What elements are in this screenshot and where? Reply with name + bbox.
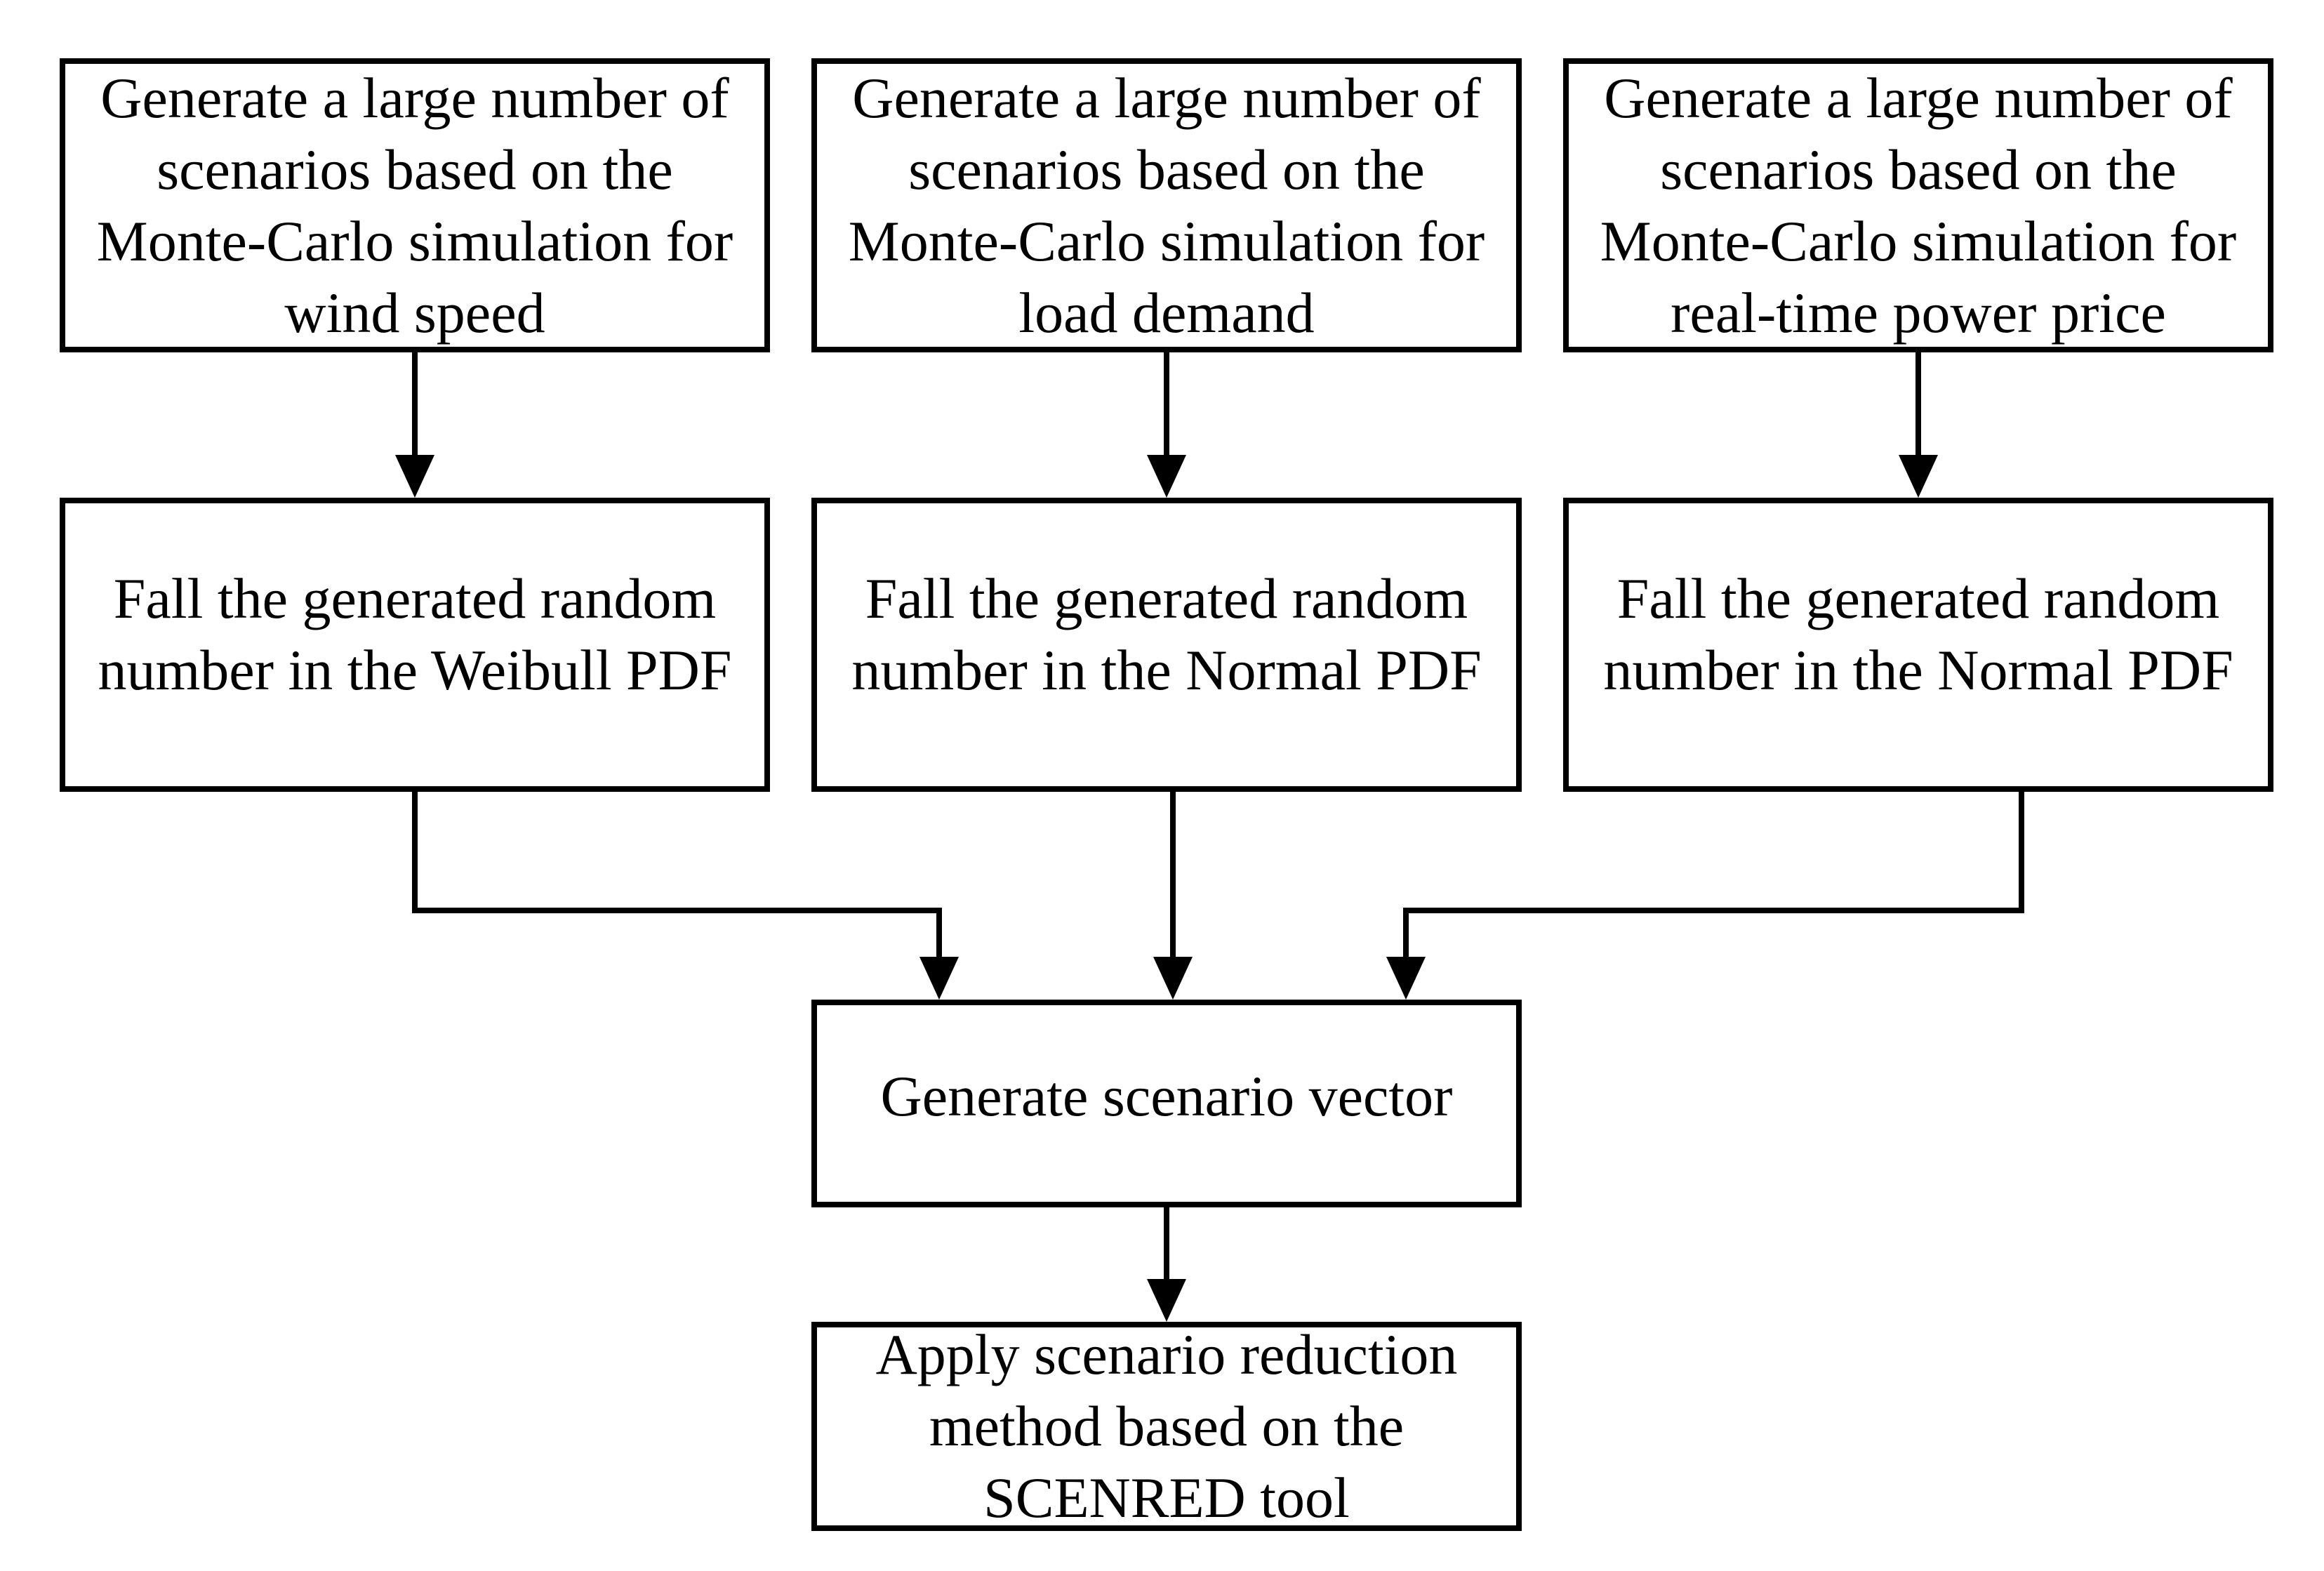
scenario-reduction-label: Apply scenario reduction method based on… (875, 1323, 1458, 1530)
scenario-reduction-box: Apply scenario reduction method based on… (811, 1322, 1522, 1531)
load-demand-monte-carlo-label: Generate a large number of scenarios bas… (848, 65, 1485, 345)
weibull-pdf-label: Fall the generated random number in the … (98, 566, 732, 702)
price-normal-pdf-box: Fall the generated random number in the … (1563, 498, 2273, 792)
wind-speed-monte-carlo-box: Generate a large number of scenarios bas… (60, 58, 770, 352)
arrow-wind-pdf-to-scenario-vector (412, 789, 942, 961)
load-demand-monte-carlo-box: Generate a large number of scenarios bas… (811, 58, 1522, 352)
power-price-monte-carlo-box: Generate a large number of scenarios bas… (1563, 58, 2273, 352)
load-normal-pdf-label: Fall the generated random number in the … (851, 566, 1482, 702)
load-normal-pdf-box: Fall the generated random number in the … (811, 498, 1522, 792)
arrowhead-wind-pdf (395, 455, 434, 498)
scenario-vector-label: Generate scenario vector (880, 1064, 1453, 1128)
arrowhead-price-pdf (1899, 455, 1938, 498)
price-normal-pdf-label: Fall the generated random number in the … (1603, 566, 2233, 702)
arrowhead-scenario-vector-center (1153, 957, 1193, 1000)
scenario-vector-box: Generate scenario vector (811, 1000, 1522, 1207)
arrowhead-reduction (1147, 1279, 1186, 1322)
arrowhead-load-pdf (1147, 455, 1186, 498)
power-price-monte-carlo-label: Generate a large number of scenarios bas… (1600, 65, 2237, 345)
weibull-pdf-box: Fall the generated random number in the … (60, 498, 770, 792)
arrow-price-pdf-to-scenario-vector (1403, 789, 2024, 961)
arrowhead-scenario-vector-right (1386, 957, 1426, 1000)
arrowhead-scenario-vector-left (919, 957, 959, 1000)
wind-speed-monte-carlo-label: Generate a large number of scenarios bas… (96, 65, 733, 345)
